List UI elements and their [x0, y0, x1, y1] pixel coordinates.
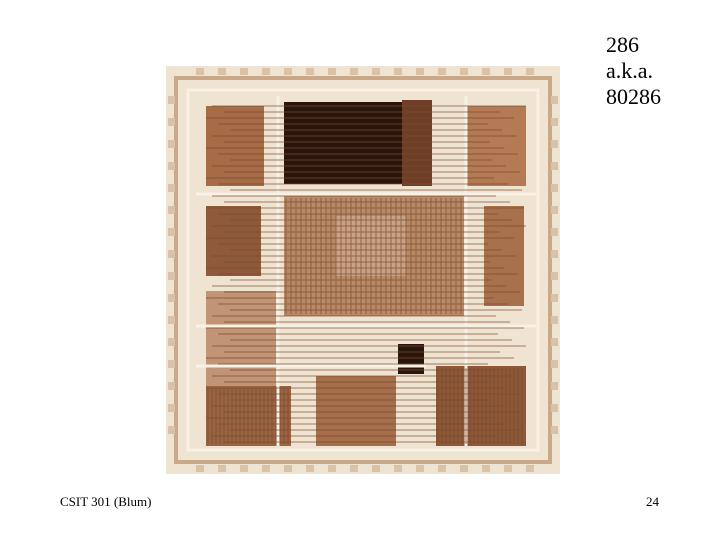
chip-die-image: [166, 66, 560, 474]
page-number: 24: [646, 494, 659, 509]
title-line-3: 80286: [606, 84, 661, 109]
die-drawing: [166, 66, 560, 474]
title-line-1: 286: [606, 32, 639, 57]
footer-course-label: CSIT 301 (Blum): [60, 494, 152, 509]
slide-title: 286 a.k.a. 80286: [606, 32, 661, 110]
title-line-2: a.k.a.: [606, 58, 654, 83]
